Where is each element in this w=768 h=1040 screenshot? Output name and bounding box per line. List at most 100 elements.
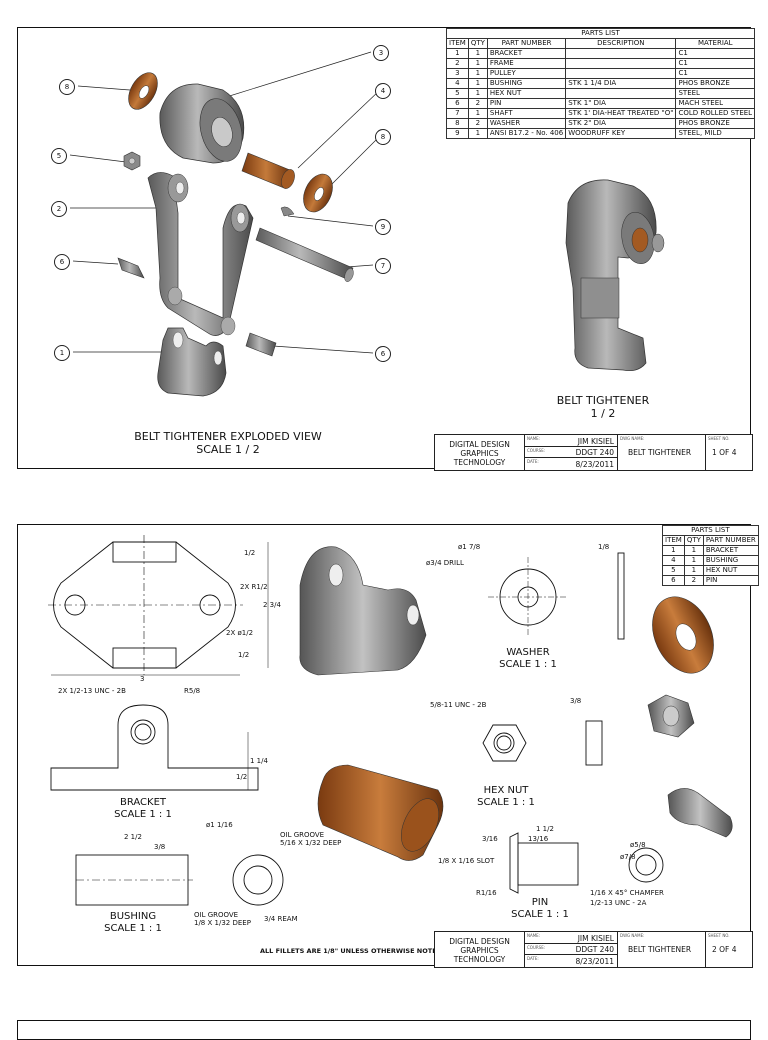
title-block-2: DIGITAL DESIGN GRAPHICS TECHNOLOGY NAME:… [434, 931, 753, 968]
table-cell: STK 1' DIA-HEAT TREATED "O" [565, 108, 677, 119]
table-cell: STEEL [675, 88, 756, 99]
dim-bracket-half-top: 1/2 [244, 549, 256, 557]
table-cell: BUSHING [702, 555, 759, 566]
table-cell [565, 48, 677, 59]
table-cell: HEX NUT [486, 88, 567, 99]
dim-bracket-r: 2X R1/2 [240, 583, 268, 591]
table-cell: 1 [467, 128, 488, 139]
table-cell: 2 [683, 575, 704, 586]
pl1-header: QTY [467, 38, 488, 49]
assembly-caption: BELT TIGHTENER 1 / 2 [556, 394, 650, 420]
table-cell: 5 [662, 565, 685, 576]
item-balloon: 1 [54, 345, 70, 361]
exploded-view-caption: BELT TIGHTENER EXPLODED VIEW SCALE 1 / 2 [134, 430, 322, 456]
table-cell [565, 68, 677, 79]
table-cell: 1 [683, 545, 704, 556]
table-cell: 1 [467, 68, 488, 79]
table-cell: PULLEY [486, 68, 567, 79]
table-cell: 1 [446, 48, 469, 59]
pl2-header: PART NUMBER [702, 535, 759, 546]
table-cell: BRACKET [486, 48, 567, 59]
table-cell: 2 [467, 118, 488, 129]
detail-views-drawing [48, 535, 733, 906]
table-cell: PIN [702, 575, 759, 586]
dim-pin-slot: 1/8 X 1/16 SLOT [438, 857, 495, 865]
dim-bushing-ream: 3/4 REAM [264, 915, 298, 923]
table-cell: COLD ROLLED STEEL [675, 108, 756, 119]
dim-bushing-groove1: OIL GROOVE 5/16 X 1/32 DEEP [280, 831, 342, 847]
table-cell: SHAFT [486, 108, 567, 119]
washer-caption: WASHER SCALE 1 : 1 [499, 647, 557, 670]
dim-pin-chamfer: 1/16 X 45° CHAMFER [590, 889, 664, 897]
table-cell: MACH STEEL [675, 98, 756, 109]
table-cell: 4 [446, 78, 469, 89]
dim-pin-thread: 1/2-13 UNC - 2A [590, 899, 647, 907]
table-cell: STK 1 1/4 DIA [565, 78, 677, 89]
table-cell: 6 [662, 575, 685, 586]
item-balloon: 9 [375, 219, 391, 235]
table-cell: WASHER [486, 118, 567, 129]
dim-pin-316: 3/16 [482, 835, 498, 843]
bracket-caption: BRACKET SCALE 1 : 1 [114, 797, 172, 820]
table-cell: PHOS BRONZE [675, 118, 756, 129]
dim-bracket-h114: 1 1/4 [250, 757, 268, 765]
table-cell: BUSHING [486, 78, 567, 89]
table-cell: 2 [467, 98, 488, 109]
pl1-header: MATERIAL [675, 38, 756, 49]
table-cell: 1 [683, 555, 704, 566]
item-balloon: 3 [373, 45, 389, 61]
dim-bracket-hole: 2X ø1/2 [226, 629, 254, 637]
item-balloon: 2 [51, 201, 67, 217]
table-cell: STK 1" DIA [565, 98, 677, 109]
dim-bushing-od: ø1 1/16 [206, 821, 233, 829]
dim-pin-1316: 13/16 [528, 835, 549, 843]
dim-bracket-height: 2 3/4 [263, 601, 281, 609]
table-cell: 3 [446, 68, 469, 79]
table-cell: 1 [467, 88, 488, 99]
table-cell: WOODRUFF KEY [565, 128, 677, 139]
dim-bracket-thread: 2X 1/2-13 UNC - 2B [58, 687, 126, 695]
table-cell: C1 [675, 68, 756, 79]
table-cell: C1 [675, 58, 756, 69]
drawing-sheet-3 [17, 1020, 751, 1040]
table-cell: 5 [446, 88, 469, 99]
table-cell: BRACKET [702, 545, 759, 556]
table-cell: C1 [675, 48, 756, 59]
pl1-header: ITEM [446, 38, 469, 49]
exploded-view-drawing [69, 51, 665, 397]
dim-pin-d58: ø5/8 [630, 841, 646, 849]
dim-washer-thk: 1/8 [598, 543, 610, 551]
dim-bracket-h12: 1/2 [236, 773, 248, 781]
dim-bushing-groove2: OIL GROOVE 1/8 X 1/32 DEEP [194, 911, 251, 927]
dim-bushing-38: 3/8 [154, 843, 166, 851]
dim-pin-d78: ø7/8 [620, 853, 636, 861]
dim-washer-od: ø1 7/8 [458, 543, 481, 551]
table-cell: 1 [662, 545, 685, 556]
dim-washer-drill: ø3/4 DRILL [426, 559, 464, 567]
dim-hexnut-thread: 5/8-11 UNC - 2B [430, 701, 487, 709]
table-cell [565, 58, 677, 69]
table-cell: 1 [683, 565, 704, 576]
table-cell: 1 [467, 78, 488, 89]
dim-hexnut-thk: 3/8 [570, 697, 582, 705]
item-balloon: 6 [375, 346, 391, 362]
title-block: DIGITAL DESIGN GRAPHICS TECHNOLOGY NAME:… [434, 434, 753, 471]
pl1-header: DESCRIPTION [565, 38, 677, 49]
parts-list-title-2: PARTS LIST [662, 525, 759, 536]
item-balloon: 8 [375, 129, 391, 145]
table-cell: PIN [486, 98, 567, 109]
table-cell: HEX NUT [702, 565, 759, 576]
dim-bracket-half-right: 1/2 [238, 651, 250, 659]
table-cell: 2 [446, 58, 469, 69]
